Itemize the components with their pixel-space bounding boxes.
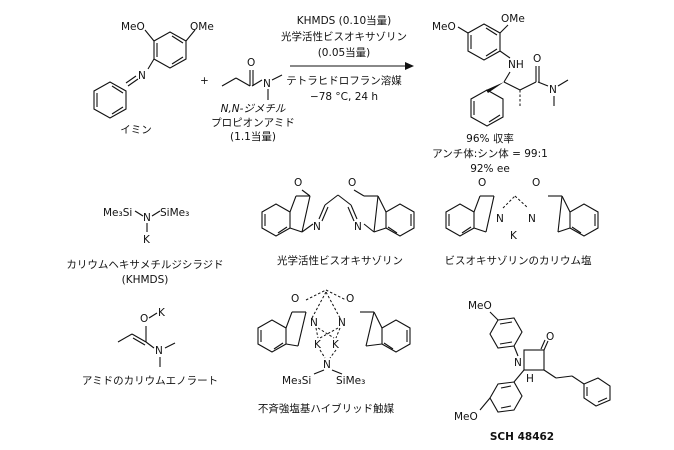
hybrid-k1-label: K: [314, 339, 322, 351]
box-ligand-label: 光学活性ビスオキサゾリン: [277, 254, 403, 267]
hybrid-o2-label: O: [346, 293, 354, 305]
amide-name-line2: プロピオンアミド: [211, 117, 295, 129]
sch48462-structure: MeO N O H MeO SCH 48462: [454, 300, 611, 443]
box-n1-label: N: [313, 221, 321, 233]
amide-o-label: O: [247, 57, 255, 69]
khmds-k-label: K: [143, 234, 151, 246]
hybrid-me3si-label: Me₃Si: [282, 375, 311, 387]
condition-line-2: 光学活性ビスオキサゾリン: [281, 30, 407, 43]
hybrid-catalyst-structure: O N O N K K N Me₃Si SiMe₃ 不斉強塩基ハイブリッド触媒: [257, 289, 411, 415]
condition-line-5: −78 °C, 24 h: [310, 91, 378, 103]
hybrid-n2-label: N: [338, 317, 346, 329]
enolate-n-label: N: [155, 345, 163, 357]
result-yield: 96% 収率: [466, 132, 514, 145]
khmds-abbrev: (KHMDS): [122, 274, 169, 286]
imine-label: イミン: [120, 124, 152, 136]
product-n-label: N: [549, 84, 557, 96]
condition-line-4: テトラヒドロフラン溶媒: [286, 74, 402, 87]
khmds-sime3-label: SiMe₃: [160, 207, 189, 219]
imine-meo-label: MeO: [121, 21, 145, 33]
condition-line-3: (0.05当量): [318, 46, 371, 59]
boxk-k-label: K: [510, 230, 518, 242]
result-dr: アンチ体:シン体 = 99:1: [432, 148, 548, 160]
enolate-o-label: O: [140, 313, 148, 325]
amide-equiv: (1.1当量): [230, 130, 276, 143]
imine-structure: MeO OMe N イミン: [93, 21, 214, 136]
arrow-head: [405, 62, 414, 70]
sch-h-label: H: [526, 373, 534, 385]
box-n2-label: N: [354, 221, 362, 233]
plus-sign: +: [200, 75, 209, 87]
khmds-me3si-label: Me₃Si: [103, 207, 132, 219]
condition-line-1: KHMDS (0.10当量): [297, 14, 392, 27]
khmds-n-label: N: [143, 212, 151, 224]
product-meo-label: MeO: [432, 21, 456, 33]
hybrid-catalyst-label: 不斉強塩基ハイブリッド触媒: [258, 402, 395, 415]
amide-structure: O N N,N-ジメチル プロピオンアミド (1.1当量): [211, 57, 295, 143]
imine-n-label: N: [138, 70, 146, 82]
enolate-k-label: K: [158, 307, 166, 319]
amide-n-label: N: [263, 78, 271, 90]
amide-name-line1: N,N-ジメチル: [221, 103, 286, 115]
result-ee: 92% ee: [470, 163, 510, 175]
box-ligand-structure: O N O N 光学活性ビスオキサゾリン: [261, 177, 415, 267]
hybrid-n3-label: N: [323, 359, 331, 371]
sch-ome-bottom-label: MeO: [454, 411, 478, 423]
enolate-label: アミドのカリウムエノラート: [82, 375, 218, 387]
enolate-structure: O K N アミドのカリウムエノラート: [82, 307, 218, 387]
product-ome-label: OMe: [501, 13, 525, 25]
hybrid-sime3-label: SiMe₃: [336, 375, 365, 387]
boxk-o2-label: O: [532, 177, 540, 189]
box-o1-label: O: [294, 177, 302, 189]
sch48462-label: SCH 48462: [490, 431, 554, 443]
box-k-salt-structure: O N K O N ビスオキサゾリンのカリウム塩: [445, 177, 599, 267]
sch-n-label: N: [514, 357, 522, 369]
khmds-label: カリウムヘキサメチルジシラジド: [66, 259, 223, 271]
hybrid-k2-label: K: [332, 339, 340, 351]
khmds-structure: Me₃Si N SiMe₃ K カリウムヘキサメチルジシラジド (KHMDS): [66, 207, 223, 286]
reaction-conditions: KHMDS (0.10当量) 光学活性ビスオキサゾリン (0.05当量) テトラ…: [281, 14, 414, 103]
box-k-salt-label: ビスオキサゾリンのカリウム塩: [445, 254, 592, 267]
imine-ome-label: OMe: [190, 21, 214, 33]
box-o2-label: O: [348, 177, 356, 189]
boxk-n1-label: N: [496, 213, 504, 225]
sch-o-label: O: [546, 331, 554, 343]
hybrid-n1-label: N: [310, 317, 318, 329]
product-structure: MeO OMe NH O N 96% 収率 アンチ体:シン体 = 99:1 92…: [432, 13, 569, 175]
product-nh-label: NH: [508, 59, 524, 71]
product-o-label: O: [533, 53, 541, 65]
boxk-o1-label: O: [478, 177, 486, 189]
boxk-n2-label: N: [528, 213, 536, 225]
sch-ome-top-label: MeO: [468, 300, 492, 312]
hybrid-o1-label: O: [291, 293, 299, 305]
